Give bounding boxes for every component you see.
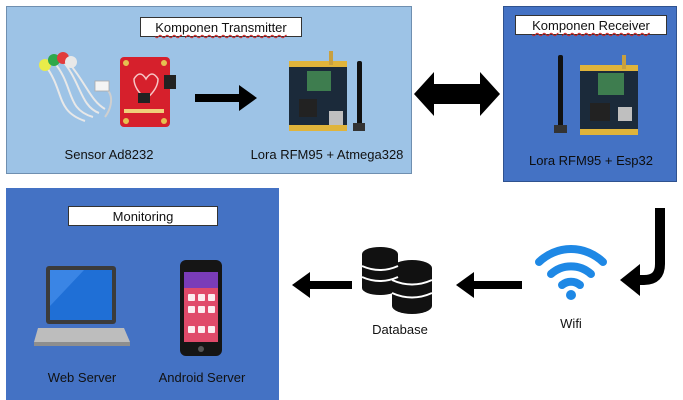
android-server-label: Android Server: [158, 370, 246, 385]
receiver-title: Komponen Receiver: [515, 15, 667, 35]
sensor-label: Sensor Ad8232: [64, 147, 154, 162]
monitoring-title: Monitoring: [68, 206, 218, 226]
arrow-right-icon: [195, 85, 257, 111]
transmitter-title: Komponen Transmitter: [140, 17, 302, 37]
wifi-label: Wifi: [560, 316, 582, 331]
arrow-left-icon: [456, 272, 522, 298]
web-server-label: Web Server: [47, 370, 117, 385]
laptop-icon: [34, 266, 130, 346]
ecg-electrodes-icon: [39, 52, 113, 122]
lora-esp32-label: Lora RFM95 + Esp32: [529, 153, 653, 168]
database-icon: [361, 247, 433, 314]
ad8232-board-icon: [120, 57, 176, 127]
lora-atmega-label: Lora RFM95 + Atmega328: [250, 147, 404, 162]
wifi-icon: [535, 245, 607, 300]
receiver-panel: Komponen Receiver Lora RFM95 + Esp32: [503, 6, 677, 182]
lora-esp32-board-icon: [554, 55, 638, 135]
database-label: Database: [372, 322, 428, 337]
transmitter-panel: Komponen Transmitter Sensor Ad82: [6, 6, 412, 174]
arrow-left-icon: [292, 272, 352, 298]
lora-atmega-board-icon: [289, 51, 365, 131]
monitoring-panel: Monitoring Web Server Android Server: [6, 188, 279, 400]
smartphone-icon: [180, 260, 222, 356]
bidirectional-arrow-icon: [414, 72, 500, 116]
curved-arrow-icon: [620, 208, 665, 296]
